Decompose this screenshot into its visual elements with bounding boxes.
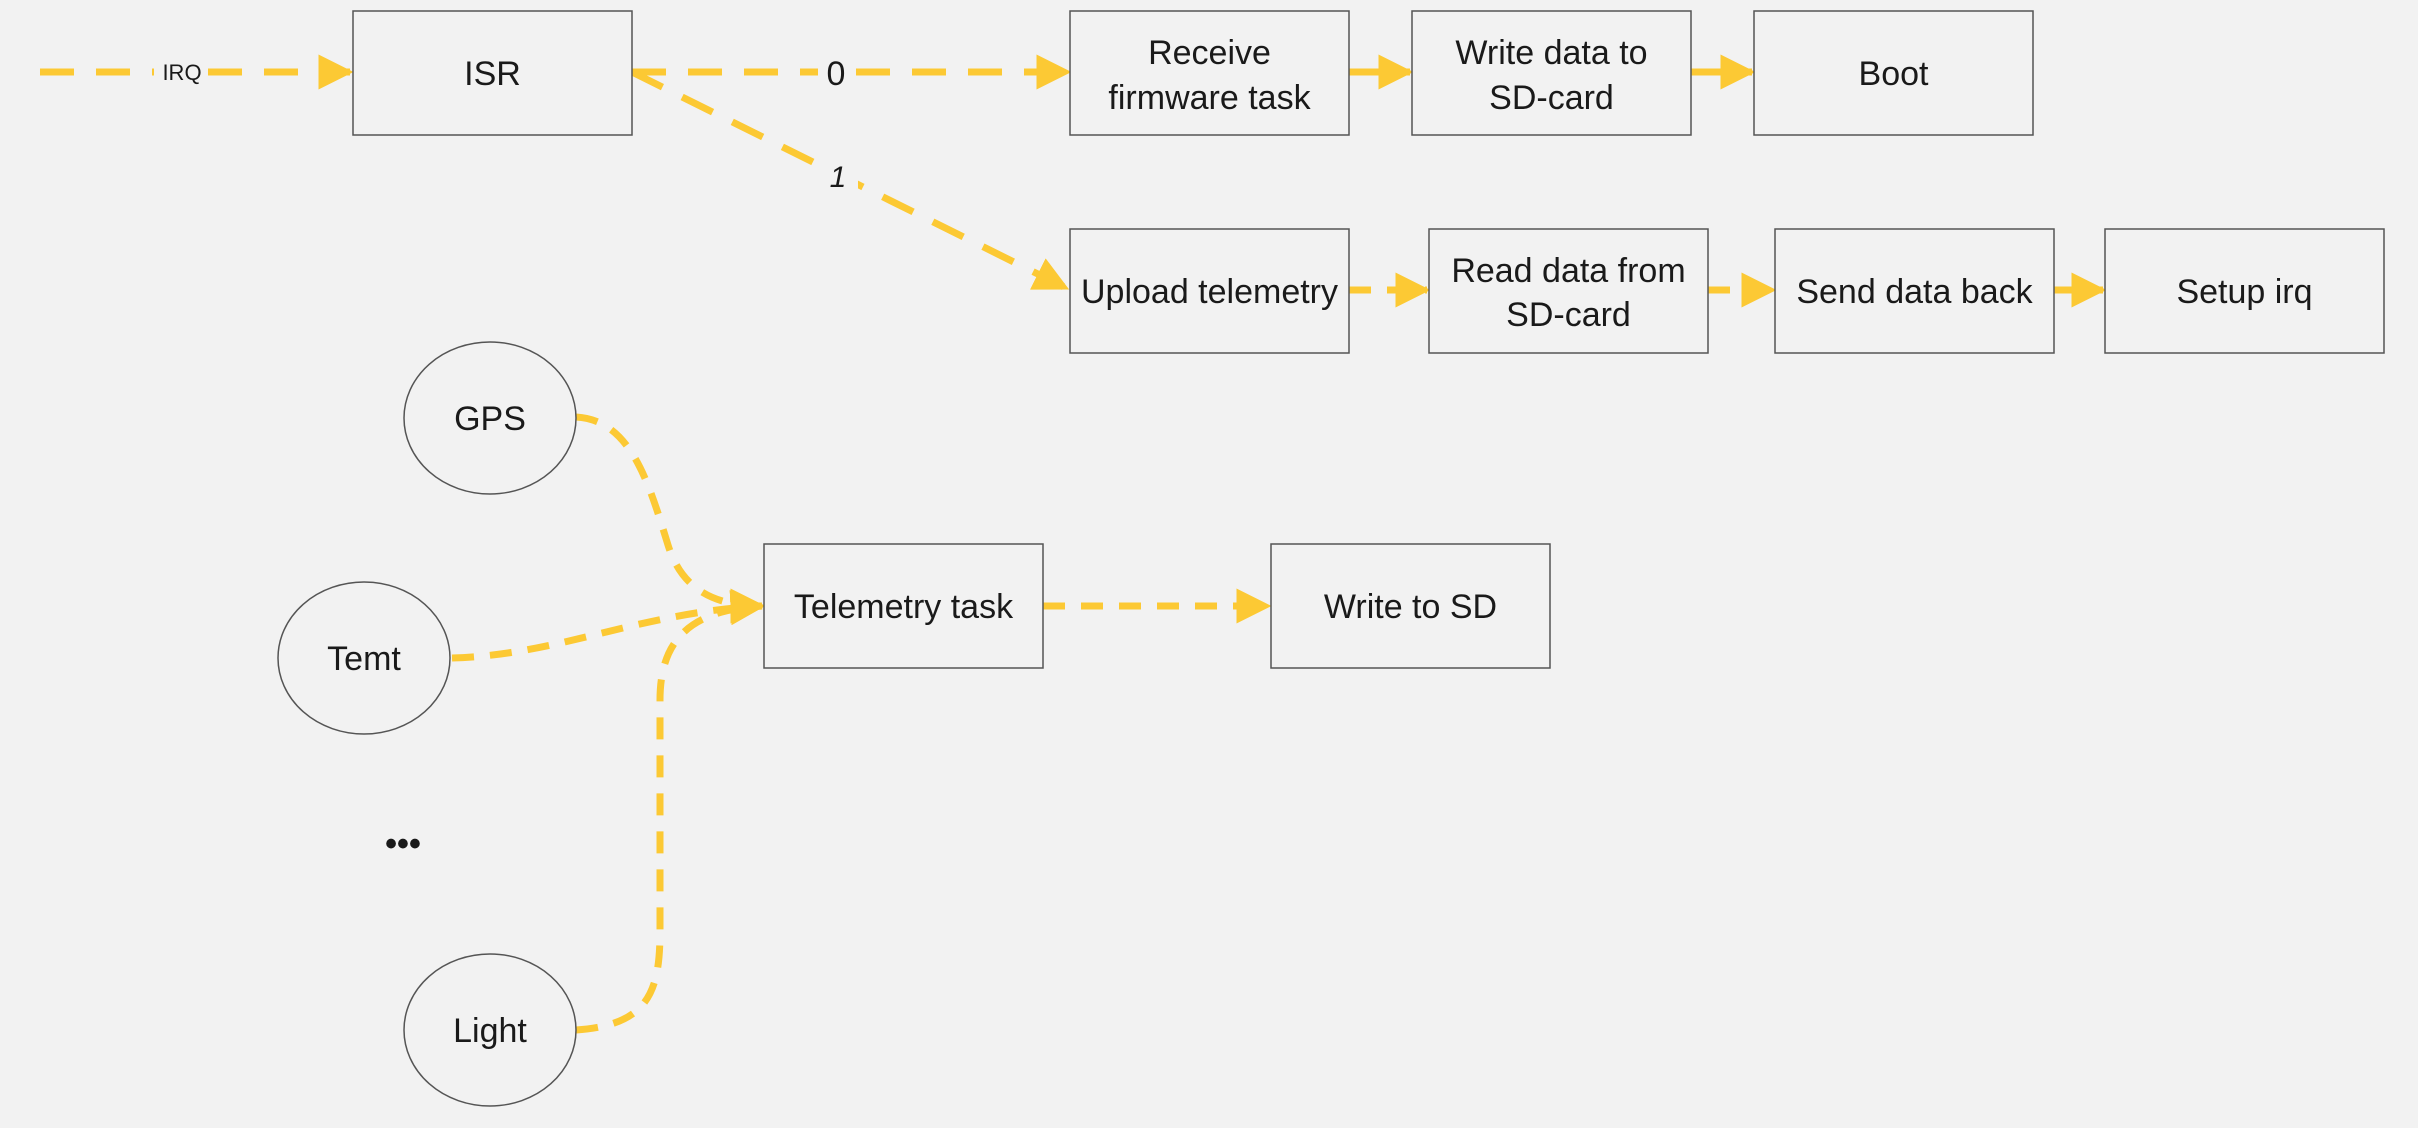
edge-irq-label-bg bbox=[154, 58, 206, 86]
node-light-label: Light bbox=[453, 1012, 527, 1050]
node-send-data-back-label: Send data back bbox=[1796, 273, 2033, 311]
node-boot: Boot bbox=[1753, 10, 2034, 136]
node-write-sd-card-label-line-1: Write data to bbox=[1455, 34, 1647, 72]
node-light: Light bbox=[403, 953, 577, 1107]
node-send-data-back: Send data back bbox=[1774, 228, 2055, 354]
edge-temt-to-telemetry-task bbox=[451, 590, 766, 662]
node-receive-firmware-label-line-2: firmware task bbox=[1108, 79, 1311, 117]
edge-irq-label: IRQ bbox=[162, 60, 201, 85]
node-setup-irq-label: Setup irq bbox=[2176, 273, 2312, 311]
node-receive-firmware-label-line-1: Receive bbox=[1148, 34, 1271, 72]
node-upload-telemetry-label: Upload telemetry bbox=[1081, 273, 1338, 311]
node-telemetry-task: Telemetry task bbox=[763, 543, 1044, 669]
nodes: ISR Receive firmware task Write data to … bbox=[277, 10, 2385, 1107]
node-write-to-sd-label: Write to SD bbox=[1324, 588, 1497, 626]
node-temt: Temt bbox=[277, 581, 451, 735]
node-receive-firmware-task: Receive firmware task bbox=[1069, 10, 1350, 136]
node-telemetry-task-label: Telemetry task bbox=[794, 588, 1014, 626]
edge-gps-to-telemetry-task bbox=[575, 413, 766, 624]
node-upload-telemetry: Upload telemetry bbox=[1069, 228, 1350, 354]
node-read-sd-card-label-line-1: Read data from bbox=[1451, 252, 1685, 290]
node-read-data-from-sd-card: Read data from SD-card bbox=[1428, 228, 1709, 354]
node-write-to-sd: Write to SD bbox=[1270, 543, 1551, 669]
node-temt-label: Temt bbox=[327, 640, 401, 678]
node-isr: ISR bbox=[352, 10, 633, 136]
node-isr-label: ISR bbox=[464, 55, 521, 93]
edge-branch-one-label-bg bbox=[818, 152, 858, 198]
node-gps-label: GPS bbox=[454, 400, 526, 438]
node-write-sd-card-label-line-2: SD-card bbox=[1489, 79, 1614, 117]
edge-light-to-telemetry-task bbox=[575, 590, 766, 1034]
node-read-sd-card-label-line-2: SD-card bbox=[1506, 296, 1631, 334]
edge-branch-zero-label: 0 bbox=[827, 55, 846, 93]
node-write-data-to-sd-card: Write data to SD-card bbox=[1411, 10, 1692, 136]
node-gps: GPS bbox=[403, 341, 577, 495]
node-boot-label: Boot bbox=[1859, 55, 1929, 93]
edge-branch-zero-label-bg bbox=[818, 50, 856, 94]
ellipsis-more-sensors: ••• bbox=[385, 825, 421, 863]
edge-branch-one-label: 1 bbox=[830, 161, 847, 194]
node-setup-irq: Setup irq bbox=[2104, 228, 2385, 354]
edges: IRQ 0 1 bbox=[40, 50, 2107, 1034]
